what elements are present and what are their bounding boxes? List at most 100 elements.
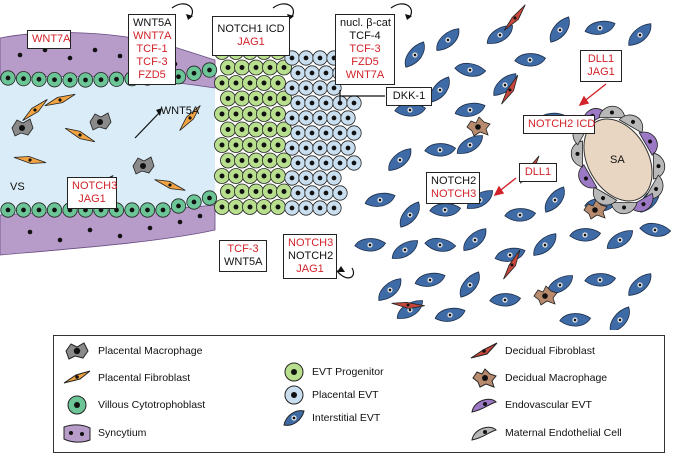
cell-nucleus (207, 67, 212, 73)
cell-nucleus (275, 80, 281, 86)
cell-nucleus (219, 173, 225, 179)
maternal-endothelial (598, 105, 626, 118)
cell-nucleus (21, 76, 26, 82)
cell-nucleus (281, 127, 287, 132)
placental-macrophage (11, 118, 34, 137)
interstitial-evt (559, 313, 592, 327)
placental-macrophage-icon (65, 342, 89, 360)
cell-nucleus (309, 70, 315, 76)
interstitial-evt (364, 192, 396, 207)
label-notch2-notch3: NOTCH2 NOTCH3 (426, 172, 480, 204)
syncytium-nucleus (92, 47, 98, 53)
cell-nucleus (233, 142, 239, 148)
cell-nucleus (331, 175, 337, 181)
cell-nucleus (247, 80, 253, 86)
spiral-artery-lumen (583, 118, 653, 202)
cell-nucleus (275, 204, 281, 210)
cell-nucleus (337, 160, 343, 166)
cell-nucleus (303, 55, 309, 61)
interstitial-evt (606, 230, 633, 249)
legend-label: Endovascular EVT (505, 399, 592, 411)
syncytium-nucleus (57, 237, 63, 243)
interstitial-evt (584, 273, 617, 287)
vs-label: VS (10, 181, 25, 193)
cell-nucleus (225, 65, 231, 70)
cell-nucleus (303, 85, 309, 91)
legend-item-endovascular-evt: Endovascular EVT (469, 394, 592, 416)
legend-label: Decidual Macrophage (505, 372, 608, 384)
syncytium-nucleus (147, 225, 153, 231)
cell-nucleus (176, 74, 181, 80)
cell-nucleus (303, 205, 309, 211)
interstitial-evt (399, 201, 420, 228)
placental-macrophage (89, 112, 112, 131)
autocrine-arrow-1 (171, 3, 193, 19)
cell-nucleus (317, 115, 323, 121)
legend-item-syncytium: Syncytium (62, 422, 146, 444)
cell-nucleus (261, 111, 267, 117)
cell-nucleus (281, 65, 287, 70)
cell-nucleus (295, 100, 301, 106)
cell-nucleus (225, 158, 231, 163)
cell-nucleus (289, 145, 295, 151)
decidual-fibroblast (503, 249, 521, 280)
syncytium-nucleus (87, 227, 93, 233)
cell-nucleus (98, 77, 104, 83)
maternal-endothelial (653, 152, 666, 180)
interstitial-evt (549, 16, 570, 43)
cell-nucleus (267, 127, 273, 132)
cell-nucleus (225, 96, 231, 101)
syncytium-nucleus (17, 52, 23, 58)
interstitial-evt (456, 135, 483, 154)
cell-nucleus (239, 189, 245, 194)
cell-nucleus (145, 207, 150, 213)
cell-nucleus (331, 115, 337, 121)
legend-item-placental-evt: Placental EVT (282, 384, 379, 406)
cell-nucleus (207, 195, 212, 201)
interstitial-evt (584, 20, 616, 35)
interstitial-evt (493, 73, 517, 96)
legend-label: EVT Progenitor (312, 366, 384, 378)
cell-nucleus (52, 207, 57, 213)
cell-nucleus (253, 127, 259, 132)
syncytium-nucleus (67, 55, 73, 61)
cell-nucleus (295, 70, 301, 76)
cell-nucleus (337, 130, 343, 136)
maternal-endothelial (610, 202, 638, 215)
legend-label: Maternal Endothelial Cell (505, 427, 622, 439)
decidual-macrophage-cells (466, 116, 608, 306)
cell-nucleus (317, 175, 323, 181)
interstitial-evt (489, 293, 522, 307)
cell-nucleus (219, 80, 225, 86)
interstitial-evt (544, 186, 565, 213)
endovascular-evt-icon (471, 398, 497, 413)
placental-fibroblast (179, 105, 201, 131)
legend-item-placental-macrophage: Placental Macrophage (62, 340, 202, 362)
cell-nucleus (281, 189, 287, 194)
interstitial-evt (424, 238, 457, 252)
cell-nucleus (176, 203, 181, 209)
cell-nucleus (303, 175, 309, 181)
cell-nucleus (303, 115, 309, 121)
label-dll1-jag1: DLL1 JAG1 (580, 50, 622, 82)
cell-nucleus (309, 190, 315, 196)
interstitial-evt (639, 223, 672, 237)
cell-nucleus (247, 173, 253, 179)
interstitial-evt (354, 238, 387, 252)
placental-fibroblast-icon (63, 370, 91, 384)
decidual-macrophage (533, 285, 558, 306)
cell-nucleus (351, 160, 357, 166)
cell-nucleus (239, 158, 245, 163)
cell-nucleus (67, 77, 73, 83)
label-notch3-notch2-jag1: NOTCH3 NOTCH2 JAG1 (283, 234, 337, 279)
placental-macrophage (132, 156, 155, 175)
cell-nucleus (303, 145, 309, 151)
interstitial-evt (628, 273, 652, 296)
cell-nucleus (295, 160, 301, 166)
cell-nucleus (345, 145, 351, 151)
cell-nucleus (337, 190, 343, 196)
cell-nucleus (323, 160, 329, 166)
cell-nucleus (253, 189, 259, 194)
cell-nucleus (247, 204, 253, 210)
